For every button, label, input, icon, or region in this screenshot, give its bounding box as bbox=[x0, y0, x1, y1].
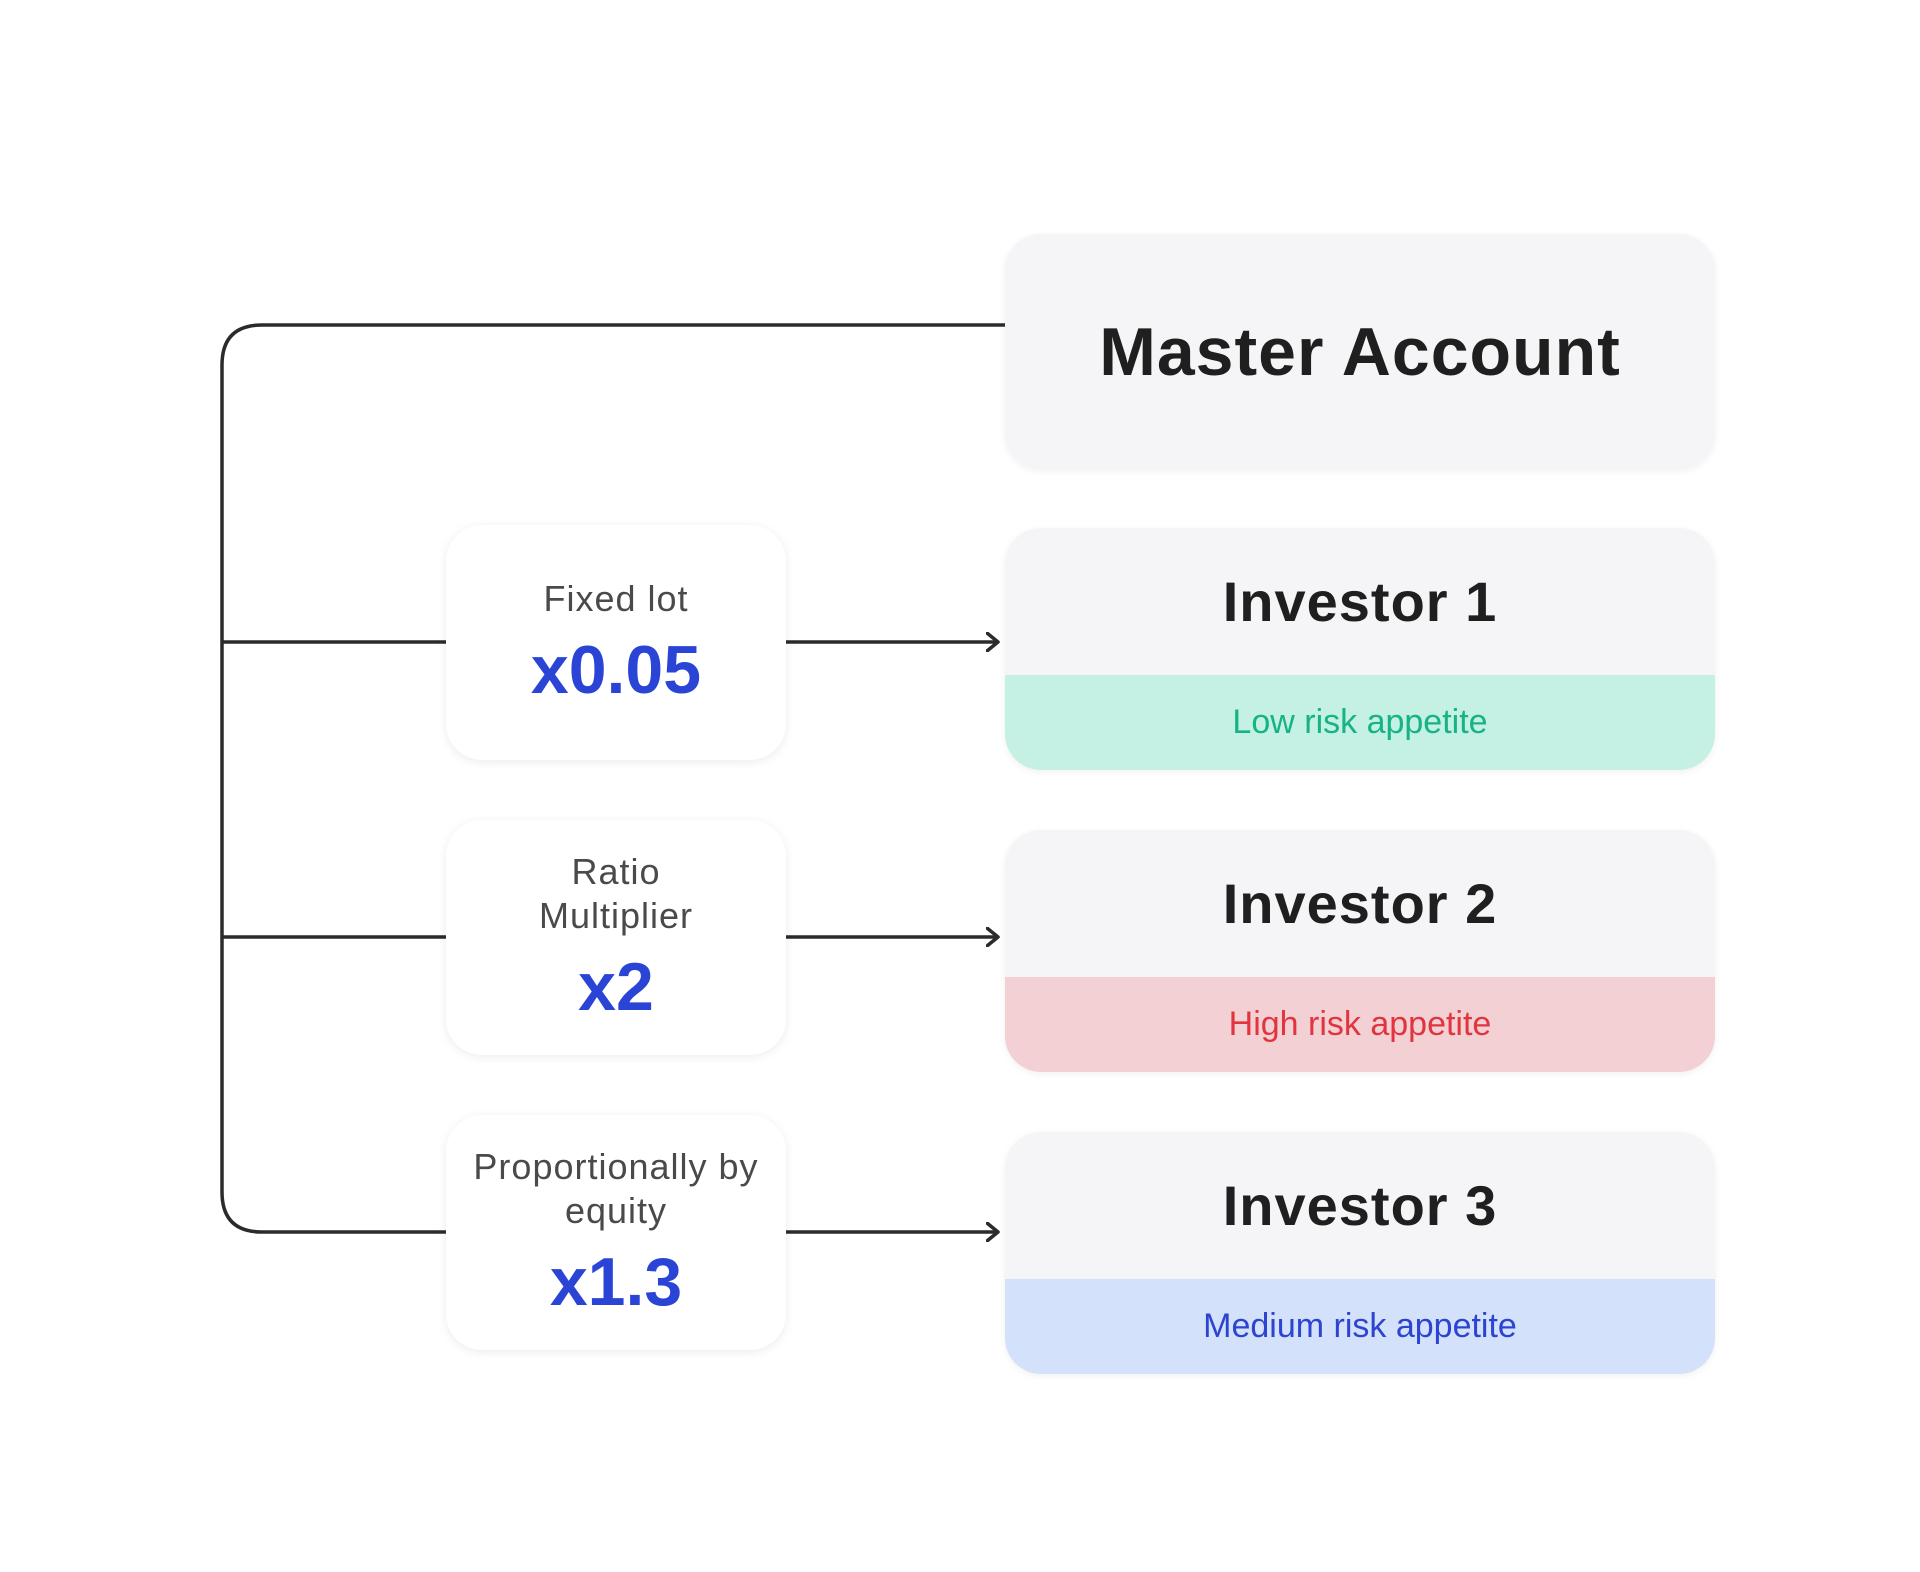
method-value: x0.05 bbox=[530, 631, 702, 708]
risk-badge-high: High risk appetite bbox=[1005, 977, 1715, 1072]
method-card-proportional-equity: Proportionally by equity x1.3 bbox=[446, 1115, 786, 1350]
investor-name: Investor 1 bbox=[1222, 570, 1498, 633]
method-label: Fixed lot bbox=[543, 577, 689, 619]
method-card-fixed-lot: Fixed lot x0.05 bbox=[446, 525, 786, 760]
investor-card-2: Investor 2 High risk appetite bbox=[1005, 830, 1715, 1072]
master-account-title: Master Account bbox=[1099, 313, 1621, 390]
investor-card-3: Investor 3 Medium risk appetite bbox=[1005, 1132, 1715, 1374]
method-label: Proportionally by equity bbox=[473, 1145, 759, 1231]
master-account-card: Master Account bbox=[1005, 234, 1715, 469]
method-value: x2 bbox=[578, 948, 654, 1025]
method-label: Ratio Multiplier bbox=[538, 850, 694, 936]
investor-name: Investor 2 bbox=[1222, 872, 1498, 935]
investor-name: Investor 3 bbox=[1222, 1174, 1498, 1237]
trunk-line bbox=[220, 323, 1005, 1234]
risk-badge-low: Low risk appetite bbox=[1005, 675, 1715, 770]
method-value: x1.3 bbox=[549, 1243, 683, 1320]
method-card-ratio-multiplier: Ratio Multiplier x2 bbox=[446, 820, 786, 1055]
investor-card-1: Investor 1 Low risk appetite bbox=[1005, 528, 1715, 770]
risk-badge-medium: Medium risk appetite bbox=[1005, 1279, 1715, 1374]
